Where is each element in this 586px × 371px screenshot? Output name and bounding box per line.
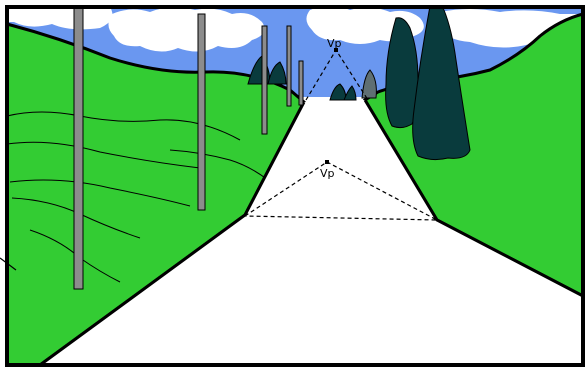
pole <box>299 61 303 105</box>
pole <box>74 7 83 289</box>
pole <box>287 26 291 106</box>
vanishing-point-far-label: Vp <box>327 37 342 50</box>
pole <box>262 26 267 134</box>
pole <box>198 14 205 210</box>
vanishing-point-near-label: Vp <box>320 167 335 180</box>
vanishing-point-near <box>325 160 329 164</box>
cloud-top-center <box>108 7 264 51</box>
